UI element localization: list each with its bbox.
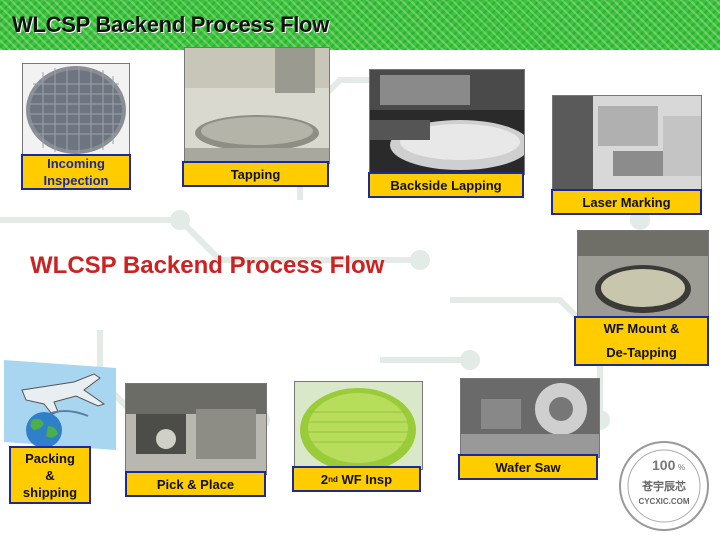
step-label-line: Inspection bbox=[43, 173, 109, 188]
step-label-prefix: 2 bbox=[320, 471, 329, 487]
step-label-packing-shipping: Packing & shipping bbox=[9, 446, 91, 504]
svg-text:%: % bbox=[678, 463, 685, 472]
svg-text:苍宇辰芯: 苍宇辰芯 bbox=[641, 479, 686, 493]
step-label-line: & bbox=[45, 467, 55, 483]
airplane-globe-icon bbox=[4, 360, 116, 450]
step-label-sup: nd bbox=[328, 474, 338, 484]
laser-marking-photo bbox=[552, 95, 702, 193]
pick-place-photo bbox=[125, 383, 267, 475]
step-label-wf-mount: WF Mount & De-Tapping bbox=[574, 316, 709, 366]
step-label-line: Incoming bbox=[47, 156, 105, 171]
main-title: WLCSP Backend Process Flow bbox=[30, 252, 385, 279]
step-label-suffix: WF Insp bbox=[337, 471, 393, 487]
wafer-saw-photo bbox=[460, 378, 600, 458]
step-label-backside-lapping: Backside Lapping bbox=[368, 172, 524, 198]
step-label-line: Backside Lapping bbox=[390, 177, 502, 193]
backside-lapping-photo bbox=[369, 69, 525, 175]
step-label-line: Laser Marking bbox=[582, 194, 671, 210]
header-title: WLCSP Backend Process Flow bbox=[12, 12, 330, 37]
wf-mount-photo bbox=[577, 230, 709, 322]
slide-header: WLCSP Backend Process Flow bbox=[0, 0, 720, 50]
step-label-line: shipping bbox=[22, 484, 78, 500]
step-label-line: Packing bbox=[25, 450, 75, 466]
tapping-photo bbox=[184, 47, 330, 164]
step-label-line: WF Mount & bbox=[603, 321, 680, 336]
step-label-line: Tapping bbox=[230, 166, 281, 182]
step-label-wafer-saw: Wafer Saw bbox=[458, 454, 598, 480]
step-label-tapping: Tapping bbox=[182, 161, 329, 187]
incoming-inspection-photo bbox=[22, 63, 130, 157]
step-label-incoming-inspection: Incoming Inspection bbox=[21, 154, 131, 190]
svg-text:100: 100 bbox=[652, 457, 676, 473]
wf-insp-photo bbox=[294, 381, 423, 470]
step-label-line: Wafer Saw bbox=[495, 459, 561, 475]
step-label-pick-place: Pick & Place bbox=[125, 471, 266, 497]
watermark-seal: 100 % 苍宇辰芯 CYCXIC.COM bbox=[618, 440, 710, 532]
step-label-line: De-Tapping bbox=[606, 345, 677, 360]
step-label-line: Pick & Place bbox=[156, 476, 235, 492]
step-label-laser-marking: Laser Marking bbox=[551, 189, 702, 215]
svg-text:CYCXIC.COM: CYCXIC.COM bbox=[638, 497, 689, 506]
